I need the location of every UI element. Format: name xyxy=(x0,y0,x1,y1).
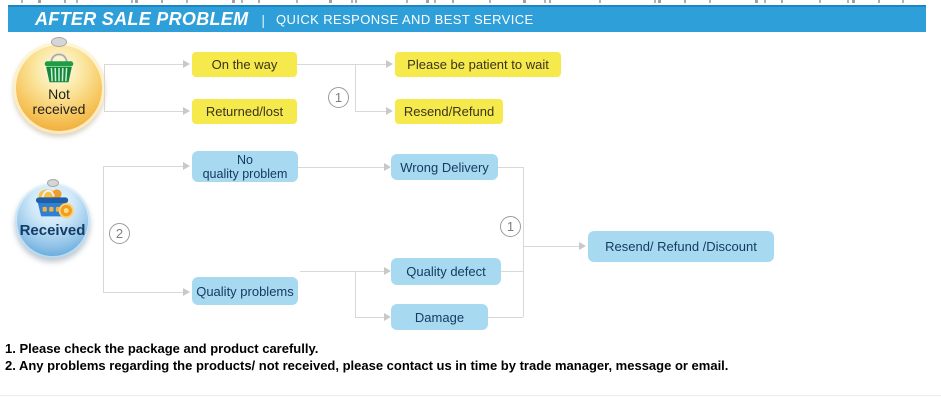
cropped-text-artifacts xyxy=(0,0,941,3)
node-quality-problems: Quality problems xyxy=(192,277,298,305)
node-damage: Damage xyxy=(391,304,488,330)
node-resend-refund: Resend/Refund xyxy=(395,99,503,124)
connector-line xyxy=(355,111,386,112)
node-resend-refund-discount: Resend/ Refund /Discount xyxy=(588,231,774,262)
arrowhead-icon xyxy=(384,313,391,321)
connector-line xyxy=(104,111,183,112)
connector-line xyxy=(103,166,104,292)
connector-line xyxy=(523,246,579,247)
footer-note-1: 1. Please check the package and product … xyxy=(5,341,319,356)
arrowhead-icon xyxy=(384,267,391,275)
connector-line xyxy=(103,292,183,293)
node-wrong-delivery: Wrong Delivery xyxy=(391,154,498,180)
received-label: Received xyxy=(19,222,86,239)
footer-notes: 1. Please check the package and product … xyxy=(5,341,728,374)
branch-marker-2: 2 xyxy=(109,223,130,244)
node-on-the-way: On the way xyxy=(192,52,297,77)
arrowhead-icon xyxy=(183,107,190,115)
connector-line xyxy=(355,64,356,112)
arrowhead-icon xyxy=(183,60,190,68)
connector-line xyxy=(103,166,183,167)
connector-line xyxy=(501,271,523,272)
connector-line xyxy=(498,167,523,168)
banner-separator: | xyxy=(261,11,266,28)
node-returned-lost: Returned/lost xyxy=(192,99,297,124)
node-quality-defect: Quality defect xyxy=(391,258,501,285)
banner-title: AFTER SALE PROBLEM xyxy=(35,9,249,29)
node-please-wait: Please be patient to wait xyxy=(395,52,561,77)
arrowhead-icon xyxy=(384,163,391,171)
branch-marker-1: 1 xyxy=(328,87,349,108)
banner-subtitle: QUICK RESPONSE AND BEST SERVICE xyxy=(276,12,534,27)
ornament-cap-icon xyxy=(51,37,67,47)
connector-line xyxy=(104,64,105,112)
footer-note-2: 2. Any problems regarding the products/ … xyxy=(5,357,729,373)
connector-line xyxy=(104,64,183,65)
connector-line xyxy=(523,167,524,317)
arrowhead-icon xyxy=(183,162,190,170)
not-received-label: Not received xyxy=(32,86,86,117)
connector-line xyxy=(355,317,384,318)
not-received-orb: Not received xyxy=(13,37,105,134)
received-orb: Received xyxy=(15,179,90,258)
arrowhead-icon xyxy=(183,288,190,296)
node-no-quality-problem: No quality problem xyxy=(192,151,298,182)
header-banner: AFTER SALE PROBLEM | QUICK RESPONSE AND … xyxy=(8,5,926,32)
green-shopping-basket-icon xyxy=(44,53,74,83)
connector-line xyxy=(355,271,356,317)
arrowhead-icon xyxy=(386,107,393,115)
merge-marker-1: 1 xyxy=(500,216,521,237)
bottom-divider xyxy=(0,395,941,396)
connector-line xyxy=(297,64,386,65)
blue-shopping-basket-badge-icon xyxy=(35,189,74,219)
arrowhead-icon xyxy=(579,242,586,250)
ornament-cap-icon xyxy=(46,179,59,187)
connector-line xyxy=(298,167,384,168)
connector-line xyxy=(300,271,384,272)
connector-line xyxy=(488,317,523,318)
arrowhead-icon xyxy=(386,60,393,68)
